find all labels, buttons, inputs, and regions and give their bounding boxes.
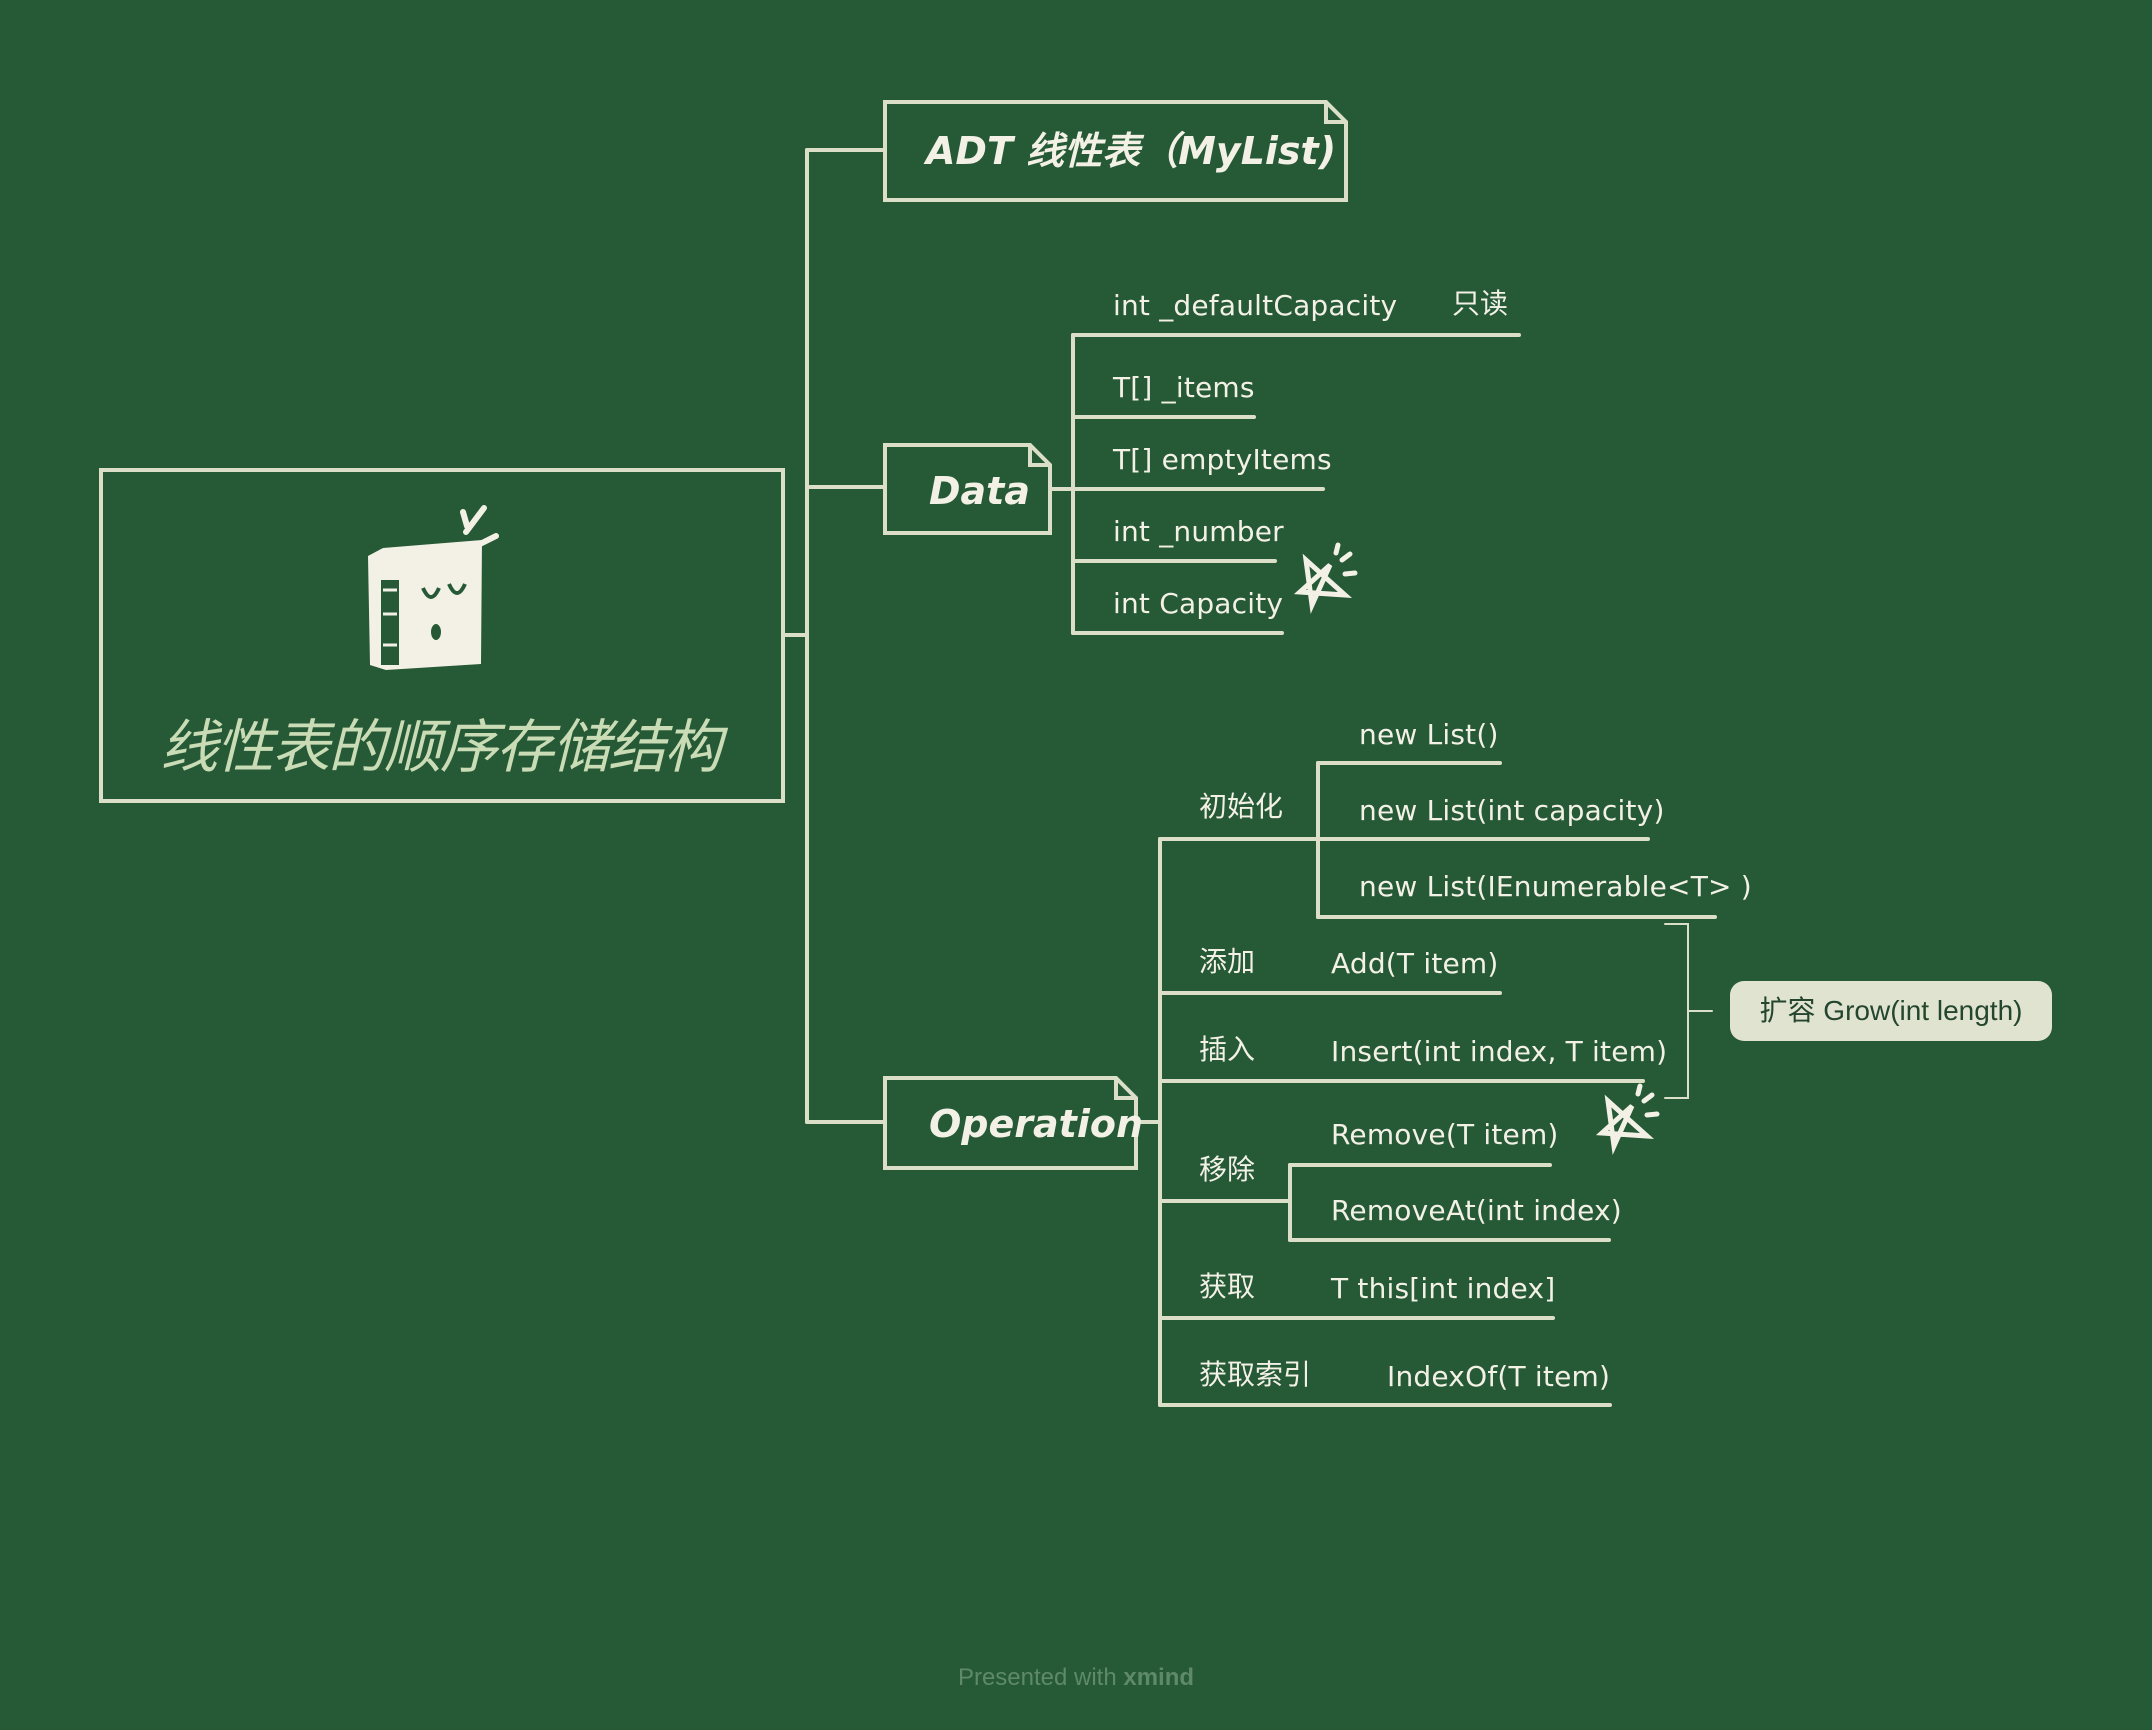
data-item: int _defaultCapacity <box>1113 289 1398 322</box>
operation-label: Operation <box>929 1102 1144 1146</box>
grow-callout: 扩容 Grow(int length) <box>1730 981 2052 1041</box>
op-item: new List(int capacity) <box>1359 794 1665 827</box>
group-label-remove: 移除 <box>1199 1153 1256 1186</box>
op-item: RemoveAt(int index) <box>1331 1194 1622 1227</box>
footer: Presented with xmind <box>0 1664 2152 1692</box>
operation-box-outline <box>883 1076 1138 1170</box>
star-icon-2 <box>1595 1083 1660 1156</box>
group-label-init: 初始化 <box>1199 790 1284 823</box>
star-icon <box>1293 542 1358 615</box>
data-item: int _number <box>1113 515 1284 548</box>
data-box-outline <box>883 443 1052 535</box>
op-item: new List() <box>1359 718 1499 751</box>
op-item: new List(IEnumerable<T> ) <box>1359 870 1752 903</box>
group-label-add: 添加 <box>1199 945 1256 978</box>
data-item: int Capacity <box>1113 587 1284 620</box>
op-item: Remove(T item) <box>1331 1118 1559 1151</box>
data-item: T[] _items <box>1113 371 1255 404</box>
group-label-indexof: 获取索引 <box>1199 1358 1312 1391</box>
op-item: Add(T item) <box>1331 947 1499 980</box>
grow-bracket <box>1664 923 1713 1099</box>
root-title: 线性表的顺序存储结构 <box>159 713 722 781</box>
op-item: Insert(int index, T item) <box>1331 1035 1668 1068</box>
book-icon <box>368 505 499 670</box>
op-item: T this[int index] <box>1331 1272 1556 1305</box>
footer-prefix: Presented with <box>957 1664 1124 1691</box>
readonly-note: 只读 <box>1452 287 1509 320</box>
data-label: Data <box>929 469 1030 513</box>
footer-brand: xmind <box>1123 1664 1195 1691</box>
adt-box-outline <box>883 100 1348 202</box>
op-item: IndexOf(T item) <box>1387 1360 1611 1393</box>
group-label-insert: 插入 <box>1199 1033 1256 1066</box>
data-item: T[] emptyItems <box>1113 443 1332 476</box>
adt-label: ADT 线性表（MyList) <box>926 129 1337 173</box>
group-label-get: 获取 <box>1199 1270 1256 1303</box>
